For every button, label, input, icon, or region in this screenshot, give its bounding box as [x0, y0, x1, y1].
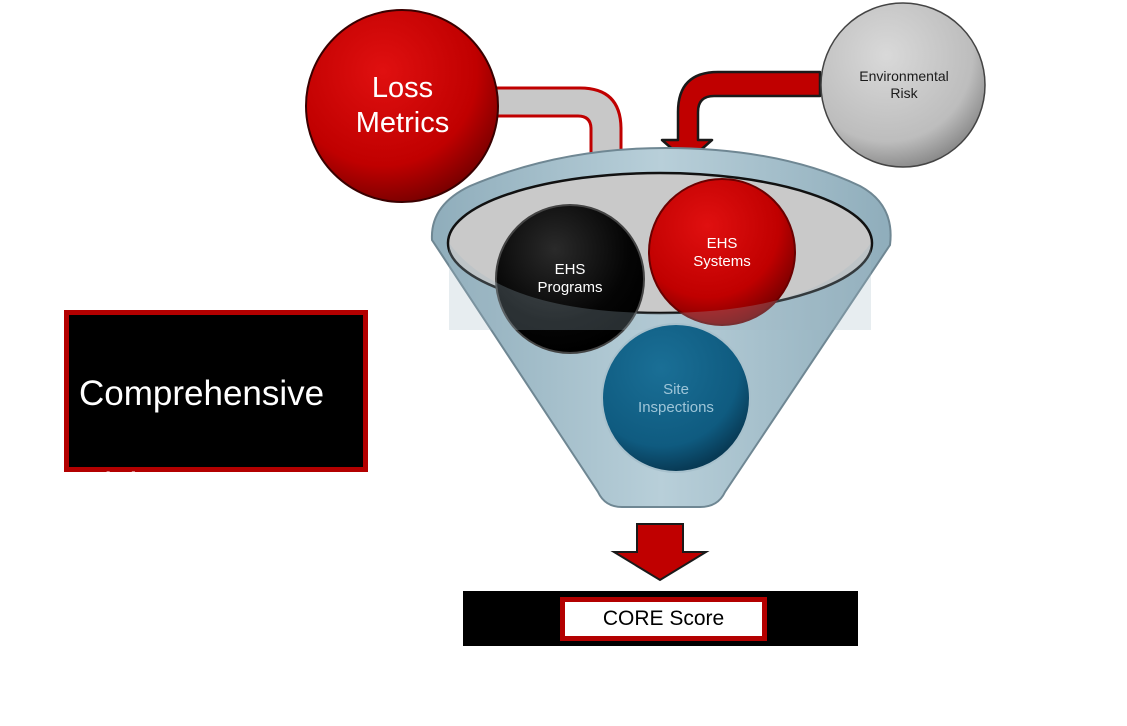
ehs-systems-label: EHS Systems: [693, 235, 751, 270]
ehs-programs-circle: [495, 204, 645, 354]
site-inspections-circle: [601, 323, 751, 473]
title-line-3: Evaluation: [79, 558, 243, 597]
title-line-2: Risk: [79, 466, 148, 505]
environmental-risk-label: Environmental Risk: [859, 68, 949, 101]
loss-metrics-label: Loss Metrics: [355, 72, 450, 139]
title-box: Comprehensive Risk Evaluation: [64, 310, 368, 597]
ehs-systems-circle: [648, 178, 796, 326]
environmental-risk-circle: [820, 2, 986, 168]
loss-metrics-circle: [305, 9, 499, 203]
ehs-programs-label: EHS Programs: [537, 261, 603, 296]
site-inspections-label: Site Inspections: [638, 381, 714, 416]
output-arrow: [610, 523, 710, 582]
title-line-1: Comprehensive: [79, 374, 325, 413]
funnel-front-overlay: [449, 243, 871, 330]
core-score-label: CORE Score: [560, 597, 767, 641]
